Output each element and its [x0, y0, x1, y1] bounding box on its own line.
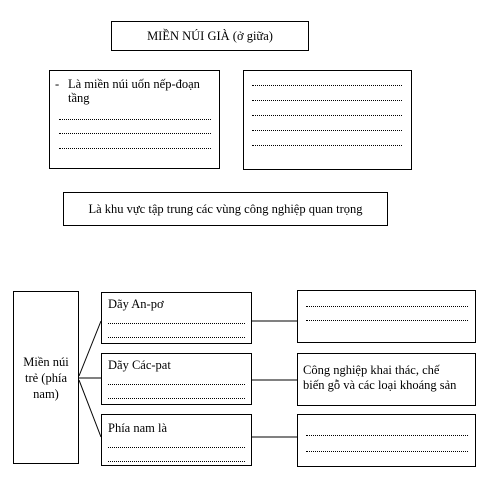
alps-label: Dãy An-pơ [108, 297, 164, 311]
old-mountains-bullet: - [55, 77, 60, 91]
old-mountains-blank-box [243, 70, 412, 170]
south-label: Phía nam là [108, 421, 168, 435]
old-mountains-line1: Là miền núi uốn nếp-đoạn [68, 77, 200, 91]
carpathians-detail-box: Công nghiệp khai thác, chế biến gỗ và cá… [297, 353, 476, 406]
carpathians-detail-line1: Công nghiệp khai thác, chế [303, 363, 440, 377]
carpathians-detail-line2: biến gỗ và các loại khoáng sản [303, 378, 457, 392]
carpathians-blank-1 [108, 384, 245, 385]
connector-to-alps [78, 320, 102, 377]
south-blank-1 [108, 447, 245, 448]
blank-line-2 [252, 100, 402, 101]
young-mountains-line2: trẻ (phía [25, 371, 67, 385]
blank-line-1 [252, 85, 402, 86]
industry-note-text: Là khu vực tập trung các vùng công nghiệ… [88, 202, 363, 216]
alps-box: Dãy An-pơ [101, 292, 252, 344]
alps-detail-blank-2 [306, 320, 468, 321]
blank-line-4 [252, 130, 402, 131]
title-box: MIỀN NÚI GIÀ (ở giữa) [111, 21, 309, 51]
industry-note-box: Là khu vực tập trung các vùng công nghiệ… [63, 192, 388, 226]
alps-blank-2 [108, 337, 245, 338]
title-text: MIỀN NÚI GIÀ (ở giữa) [147, 29, 273, 43]
old-mountains-line2: tầng [68, 91, 90, 105]
blank-line-3 [252, 115, 402, 116]
old-mountains-box: - Là miền núi uốn nếp-đoạn tầng [49, 70, 220, 169]
south-detail-blank-2 [306, 451, 468, 452]
south-box: Phía nam là [101, 414, 252, 466]
old-mountains-blank-2 [59, 133, 211, 134]
carpathians-label: Dãy Các-pat [108, 358, 171, 372]
young-mountains-line3: nam) [33, 387, 59, 401]
young-mountains-line1: Miền núi [23, 355, 69, 369]
connector-to-south [78, 379, 102, 438]
old-mountains-blank-1 [59, 119, 211, 120]
young-mountains-box: Miền núi trẻ (phía nam) [13, 291, 79, 464]
south-detail-blank-1 [306, 435, 468, 436]
alps-detail-box [297, 290, 476, 343]
alps-blank-1 [108, 323, 245, 324]
alps-detail-blank-1 [306, 306, 468, 307]
south-blank-2 [108, 461, 245, 462]
south-detail-box [297, 414, 476, 467]
blank-line-5 [252, 145, 402, 146]
carpathians-box: Dãy Các-pat [101, 353, 252, 405]
old-mountains-blank-3 [59, 148, 211, 149]
carpathians-blank-2 [108, 398, 245, 399]
